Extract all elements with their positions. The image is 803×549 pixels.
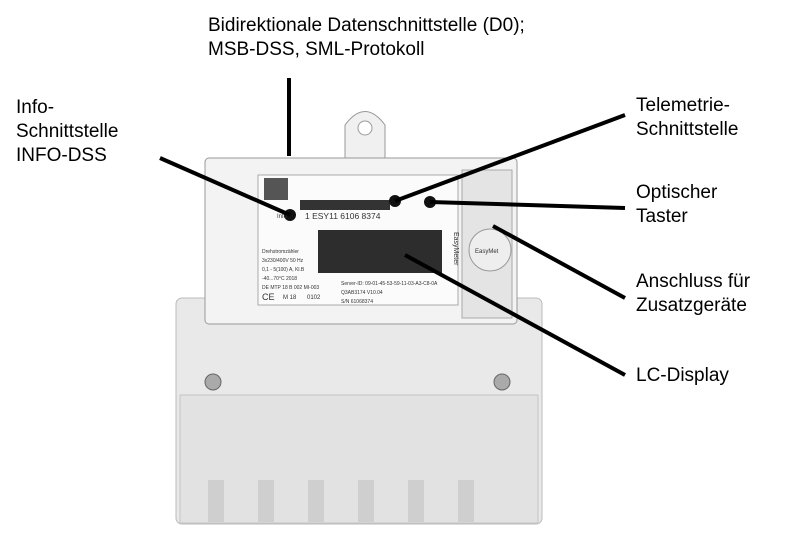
notified-body: 0102 <box>307 295 321 301</box>
label-d0-interface: Bidirektionale Datenschnittstelle (D0); … <box>208 14 525 62</box>
m-mark: M 18 <box>283 295 297 301</box>
label-line: MSB-DSS, SML-Protokoll <box>208 39 425 60</box>
info-tag: Info <box>277 214 288 220</box>
label-line: Schnittstelle <box>636 119 739 140</box>
ce-mark: CE <box>262 292 275 302</box>
meter-approval: DE MTP 18 B 002 MI-003 <box>262 285 319 291</box>
server-id: Server-ID: 09-01-45-53-59-11-03-A3-C8-0A <box>341 281 438 287</box>
barcode <box>300 200 390 210</box>
label-line: Taster <box>636 206 688 227</box>
label-line: Telemetrie- <box>636 95 730 116</box>
cap-brand: EasyMet <box>475 249 499 255</box>
label-line: Zusatzgeräte <box>636 295 747 316</box>
label-line: Info- <box>16 97 55 118</box>
terminal-slots <box>208 480 474 522</box>
meter-current: 0,1 - 5(100) A, Kl.B <box>262 267 305 273</box>
label-lc-display: LC-Display <box>636 364 729 388</box>
label-telemetry-interface: Telemetrie- Schnittstelle <box>636 94 738 142</box>
meter-id: 1 ESY11 6106 8374 <box>305 211 381 221</box>
label-accessory-connector: Anschluss für Zusatzgeräte <box>636 270 750 318</box>
label-line: LC-Display <box>636 365 729 386</box>
leader-lines <box>159 78 626 377</box>
label-line: INFO-DSS <box>16 145 107 166</box>
connector-cap <box>468 228 512 272</box>
meter-voltage: 3x230/400V 50 Hz <box>262 258 304 264</box>
brand: EasyMeter <box>452 232 459 266</box>
label-line: Bidirektionale Datenschnittstelle (D0); <box>208 15 525 36</box>
qr-code <box>264 178 288 200</box>
screw-right-icon <box>493 373 511 391</box>
meter-temp: -40...70°C 2018 <box>262 276 297 282</box>
hanger <box>344 111 386 161</box>
screw-left-icon <box>204 373 222 391</box>
label-optical-button: Optischer Taster <box>636 181 717 229</box>
serial-number: S/N 61068374 <box>341 299 373 305</box>
label-line: Schnittstelle <box>16 121 119 142</box>
label-line: Optischer <box>636 182 718 203</box>
label-line: Anschluss für <box>636 271 751 292</box>
firmware: Q3AB3174 V10.04 <box>341 290 383 296</box>
meter-type: Drehstromzähler <box>262 249 299 255</box>
label-info-interface: Info- Schnittstelle INFO-DSS <box>16 96 118 168</box>
